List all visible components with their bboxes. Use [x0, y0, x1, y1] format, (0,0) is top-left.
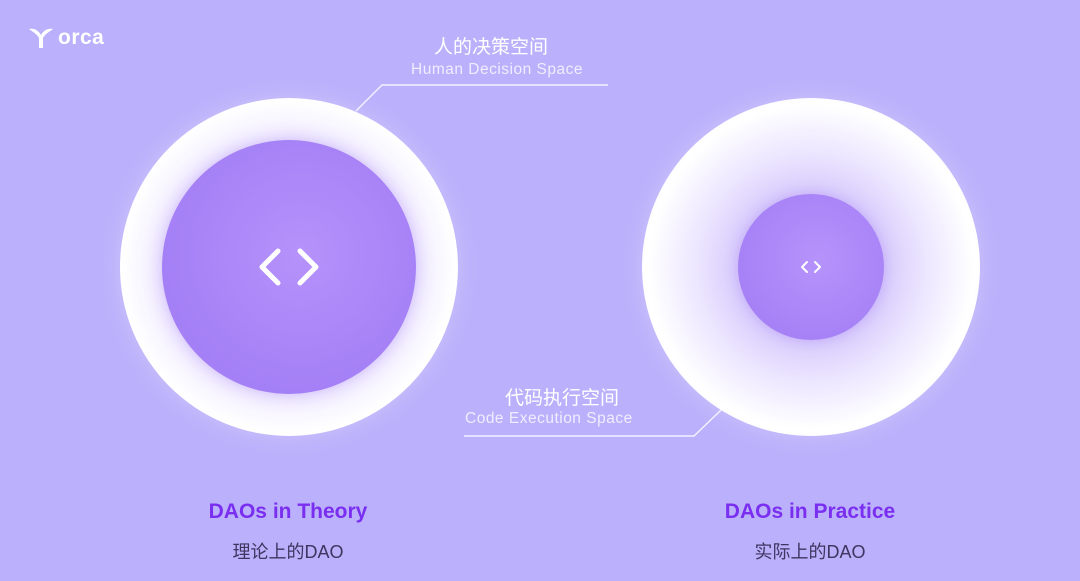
theory-title: DAOs in Theory	[208, 500, 368, 523]
orca-tail-icon	[29, 28, 53, 48]
human-space-connector	[355, 84, 608, 112]
practice-subtitle: 实际上的DAO	[754, 542, 866, 562]
theory-code-execution-circle	[162, 140, 416, 394]
human-space-label-en: Human Decision Space	[411, 61, 583, 78]
human-space-label-cn: 人的决策空间	[434, 37, 549, 58]
brand-logo: orca	[28, 26, 104, 50]
practice-title: DAOs in Practice	[724, 500, 896, 523]
logo-text: orca	[58, 26, 105, 49]
code-brackets-icon	[801, 261, 821, 273]
theory-subtitle: 理论上的DAO	[232, 542, 344, 562]
practice-code-execution-circle	[738, 194, 884, 340]
code-space-label-cn: 代码执行空间	[505, 388, 620, 409]
code-space-label-en: Code Execution Space	[465, 410, 633, 427]
code-brackets-icon	[259, 248, 319, 286]
